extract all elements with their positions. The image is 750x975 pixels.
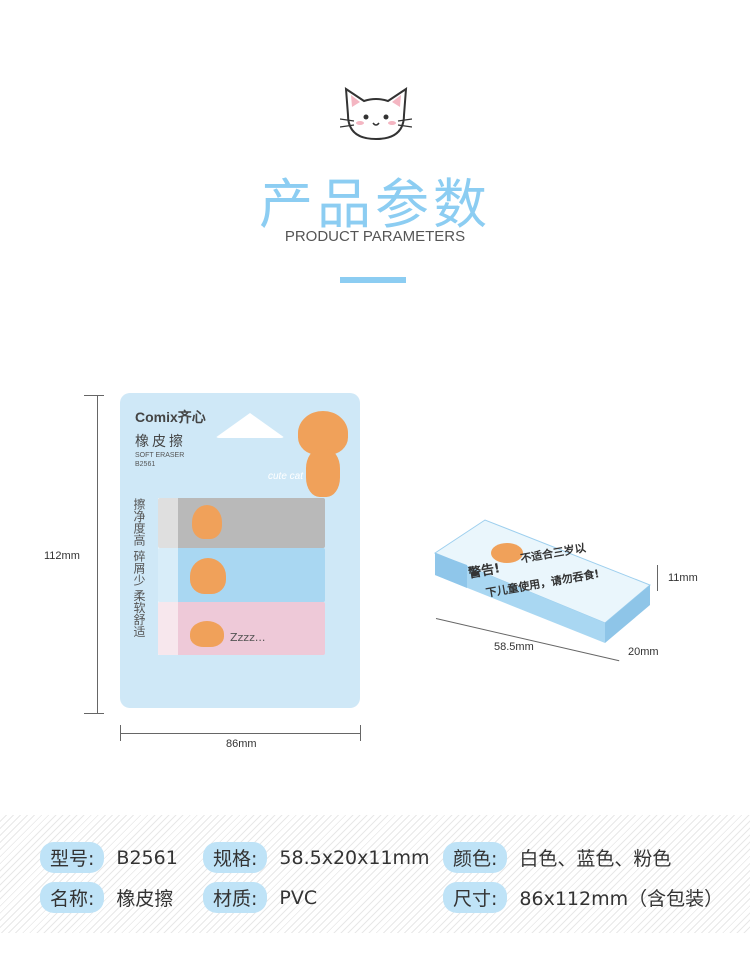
spec-value: PVC xyxy=(279,886,318,909)
dim-tick xyxy=(84,713,104,714)
spec-label: 规格: xyxy=(203,842,268,873)
package-product-name: 橡皮擦 xyxy=(135,434,186,450)
eraser-length-label: 58.5mm xyxy=(494,641,534,653)
dim-tick xyxy=(84,395,104,396)
eraser-3d xyxy=(433,519,651,643)
eraser-pink xyxy=(158,602,325,655)
page-title: 产品参数 xyxy=(259,173,491,236)
cat-illustration xyxy=(298,411,348,455)
spec-row: 型号: B2561 xyxy=(40,842,206,873)
dim-tick xyxy=(360,725,361,741)
spec-row: 尺寸: 86x112mm（含包装） xyxy=(443,882,723,913)
eraser-blue xyxy=(158,548,325,602)
cat-body xyxy=(306,449,340,497)
spec-value: 橡皮擦 xyxy=(116,888,174,910)
cat-face-icon xyxy=(340,87,412,141)
feature-text: 擦净度高 碎屑少 柔软舒适 xyxy=(132,498,146,638)
dim-tick xyxy=(120,725,121,741)
cat-sticker xyxy=(192,505,222,539)
spec-value: 58.5x20x11mm xyxy=(279,846,430,869)
spec-label: 尺寸: xyxy=(443,882,508,913)
spec-row: 材质: PVC xyxy=(203,882,317,913)
eraser-height-label: 11mm xyxy=(668,572,698,584)
pack-height-label: 112mm xyxy=(44,550,80,562)
zzz-text: Zzzz... xyxy=(230,631,266,644)
spec-band xyxy=(0,815,750,933)
page-subtitle: PRODUCT PARAMETERS xyxy=(284,228,466,245)
spec-label: 材质: xyxy=(203,882,268,913)
spec-label: 颜色: xyxy=(443,842,508,873)
eraser-height-line xyxy=(657,565,658,591)
spec-label: 名称: xyxy=(40,882,105,913)
spec-row: 规格: 58.5x20x11mm xyxy=(203,842,430,873)
cat-sticker xyxy=(190,558,226,594)
title-underline xyxy=(340,277,406,283)
brand-logo: Comix齐心 xyxy=(135,409,206,425)
pack-width-label: 86mm xyxy=(226,738,257,750)
spec-row: 名称: 橡皮擦 xyxy=(40,882,173,913)
eraser-package: Comix齐心 橡皮擦 SOFT ERASER B2561 cute cat 擦… xyxy=(120,393,360,708)
spec-value: 白色、蓝色、粉色 xyxy=(519,848,672,870)
height-dimension-line xyxy=(97,395,98,713)
cat-sticker xyxy=(190,621,224,647)
eraser-width-label: 20mm xyxy=(628,646,659,658)
spec-row: 颜色: 白色、蓝色、粉色 xyxy=(443,842,671,873)
hang-hole xyxy=(215,413,285,438)
eraser-gray xyxy=(158,498,325,548)
package-code: B2561 xyxy=(135,461,156,468)
spec-value: 86x112mm（含包装） xyxy=(519,888,724,910)
width-dimension-line xyxy=(120,733,360,734)
spec-label: 型号: xyxy=(40,842,105,873)
spec-value: B2561 xyxy=(116,846,178,869)
package-english-name: SOFT ERASER xyxy=(135,452,185,459)
cute-cat-tag: cute cat xyxy=(268,471,304,482)
